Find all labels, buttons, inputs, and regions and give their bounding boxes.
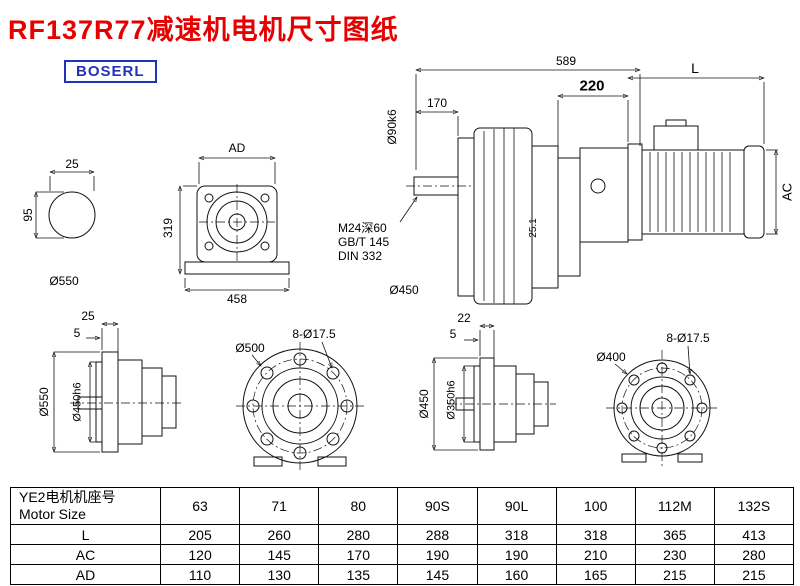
value-cell: 120 bbox=[159, 544, 241, 565]
value-cell: 130 bbox=[239, 564, 320, 585]
dim-h-bolt-holes: 8-Ø17.5 bbox=[666, 331, 710, 345]
table-row-L: L 205 260 280 288 318 318 365 413 bbox=[10, 524, 795, 545]
dim-key-width: 25.1 bbox=[528, 218, 539, 238]
row-label-AC: AC bbox=[10, 544, 161, 565]
dim-shaft-height: 95 bbox=[21, 208, 35, 222]
dim-housing-dia: Ø450 bbox=[389, 283, 419, 297]
dim-shaft-d90: Ø90k6 bbox=[385, 109, 399, 145]
motor-size-table: YE2电机机座号 Motor Size 63 71 80 90S 90L 100… bbox=[10, 487, 795, 585]
row-label-AD: AD bbox=[10, 564, 161, 585]
size-col-112M: 112M bbox=[634, 487, 715, 525]
value-cell: 365 bbox=[634, 524, 715, 545]
value-cell: 170 bbox=[318, 544, 399, 565]
table-row-AC: AC 120 145 170 190 190 210 230 280 bbox=[10, 544, 795, 565]
label-standard-gbt: GB/T 145 bbox=[338, 235, 390, 249]
dim-motor-ac: AC bbox=[779, 182, 795, 202]
dim-shaft-length: 170 bbox=[426, 96, 448, 110]
dim-g-outer-dia: Ø450 bbox=[417, 389, 431, 419]
value-cell: 215 bbox=[634, 564, 715, 585]
technical-drawing-canvas bbox=[0, 0, 800, 470]
size-col-100: 100 bbox=[555, 487, 636, 525]
dim-f-outer-dia: Ø500 bbox=[235, 341, 265, 355]
value-cell: 145 bbox=[397, 564, 478, 585]
motor-size-header-cell: YE2电机机座号 Motor Size bbox=[10, 487, 161, 525]
dim-front-width: 458 bbox=[226, 292, 248, 306]
value-cell: 165 bbox=[555, 564, 636, 585]
dim-shaft-dia: Ø550 bbox=[49, 274, 79, 288]
value-cell: 190 bbox=[397, 544, 478, 565]
dim-ad: AD bbox=[228, 141, 246, 155]
size-col-90L: 90L bbox=[476, 487, 557, 525]
value-cell: 135 bbox=[318, 564, 399, 585]
view-output-flange-front-2 bbox=[606, 345, 718, 468]
size-col-132S: 132S bbox=[713, 487, 795, 525]
value-cell: 280 bbox=[713, 544, 795, 565]
view-gearbox-front bbox=[180, 158, 289, 290]
view-output-flange-front-1 bbox=[236, 341, 364, 470]
value-cell: 280 bbox=[318, 524, 399, 545]
size-col-90S: 90S bbox=[397, 487, 478, 525]
value-cell: 288 bbox=[397, 524, 478, 545]
view-shaft-section bbox=[36, 172, 96, 238]
dim-g-spigot-dia: Ø350h6 bbox=[445, 380, 458, 420]
label-thread-spec: M24深60 bbox=[338, 221, 387, 235]
dim-e-spigot-dia: Ø450h6 bbox=[71, 382, 84, 422]
size-col-63: 63 bbox=[159, 487, 241, 525]
dim-e-outer-dia: Ø550 bbox=[37, 387, 51, 417]
size-col-71: 71 bbox=[239, 487, 320, 525]
value-cell: 260 bbox=[239, 524, 320, 545]
dim-f-bolt-holes: 8-Ø17.5 bbox=[292, 327, 336, 341]
view-output-flange-side-1 bbox=[54, 324, 184, 452]
table-header-cn: YE2电机机座号 bbox=[19, 488, 116, 505]
value-cell: 413 bbox=[713, 524, 795, 545]
dim-front-height: 319 bbox=[161, 217, 175, 239]
table-header-row: YE2电机机座号 Motor Size 63 71 80 90S 90L 100… bbox=[10, 487, 795, 525]
value-cell: 230 bbox=[634, 544, 715, 565]
value-cell: 210 bbox=[555, 544, 636, 565]
value-cell: 190 bbox=[476, 544, 557, 565]
dim-total-length: 589 bbox=[555, 54, 577, 68]
size-col-80: 80 bbox=[318, 487, 399, 525]
table-row-AD: AD 110 130 135 145 160 165 215 215 bbox=[10, 564, 795, 585]
value-cell: 110 bbox=[159, 564, 241, 585]
boserl-logo: BOSERL bbox=[64, 60, 157, 83]
table-header-en: Motor Size bbox=[19, 506, 86, 522]
label-standard-din: DIN 332 bbox=[338, 249, 383, 263]
dim-g-spigot: 5 bbox=[449, 327, 457, 341]
value-cell: 205 bbox=[159, 524, 241, 545]
value-cell: 318 bbox=[555, 524, 636, 545]
dim-motor-length: L bbox=[691, 60, 699, 76]
page-title: RF137R77减速机电机尺寸图纸 bbox=[8, 15, 399, 45]
value-cell: 215 bbox=[713, 564, 795, 585]
view-output-flange-side-2 bbox=[434, 326, 556, 450]
view-reducer-side bbox=[399, 70, 640, 305]
value-cell: 318 bbox=[476, 524, 557, 545]
dim-e-flange-thickness: 25 bbox=[81, 309, 95, 323]
dim-h-outer-dia: Ø400 bbox=[596, 350, 626, 364]
value-cell: 145 bbox=[239, 544, 320, 565]
view-motor-side bbox=[558, 78, 778, 243]
dim-shaft-width: 25 bbox=[65, 157, 79, 171]
value-cell: 160 bbox=[476, 564, 557, 585]
row-label-L: L bbox=[10, 524, 161, 545]
dim-motor-offset: 220 bbox=[579, 77, 605, 95]
dim-g-flange-thickness: 22 bbox=[457, 311, 471, 325]
dim-e-spigot: 5 bbox=[73, 326, 81, 340]
